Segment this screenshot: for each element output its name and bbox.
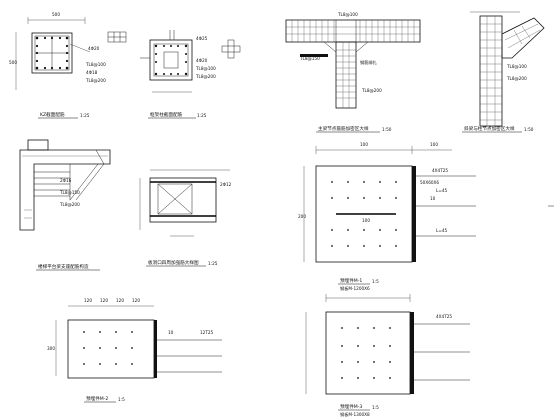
slab-opening-detail: 2Φ12 板洞口四周加强筋大样图 1:25 bbox=[139, 169, 232, 267]
detail-scale: 1:25 bbox=[208, 261, 218, 266]
platform-beam-outline bbox=[19, 149, 111, 231]
rebar-note: TL8@200 bbox=[85, 78, 106, 83]
detail-title: 预埋件M-2 bbox=[86, 395, 108, 402]
column-outline bbox=[479, 15, 503, 127]
rebar-note: TL8@150 bbox=[299, 56, 320, 61]
side-dimension: 300 bbox=[47, 346, 55, 351]
column-outline bbox=[149, 39, 193, 81]
top-dimension: 120 bbox=[100, 298, 108, 303]
plate-note: 钢板M-1200X6 bbox=[340, 285, 370, 292]
weld-note: 10 bbox=[168, 330, 174, 335]
detail-scale: 1:50 bbox=[524, 127, 534, 132]
plate-side-view bbox=[412, 166, 416, 262]
top-dimension: 100 bbox=[430, 142, 438, 147]
detail-title: 斜梁与柱节点加密区大样 bbox=[464, 125, 515, 132]
detail-scale: 1:5 bbox=[372, 405, 379, 410]
embed-plate-1: 100 100 200 100 4X4T25 50X60X6 L=45 10 L… bbox=[298, 142, 476, 292]
weld-note: L=45 bbox=[436, 228, 448, 233]
rebar-note: 2Φ12 bbox=[220, 182, 232, 187]
stair-detail: 2Φ16 TL8@150 TL8@200 楼梯平台梁支座配筋构造 bbox=[19, 139, 111, 271]
detail-scale: 1:25 bbox=[197, 113, 207, 118]
column-section-2: 4Φ25 4Φ20 TL8@100 TL8@200 框架柱截面配筋 1:25 bbox=[140, 30, 241, 119]
weld-note: 4X4T25 bbox=[432, 168, 448, 173]
rebar-note: 钢筋绑扎 bbox=[360, 59, 377, 66]
weld-note: L=45 bbox=[436, 188, 448, 193]
detail-title: 框架柱截面配筋 bbox=[150, 111, 183, 118]
detail-title: 板洞口四周加强筋大样图 bbox=[148, 259, 199, 266]
rebar-note: TL8@150 bbox=[59, 190, 80, 195]
plate-outline bbox=[67, 319, 155, 379]
rebar-note: TL8@200 bbox=[506, 76, 527, 81]
plate-outline bbox=[325, 311, 411, 395]
detail-scale: 1:25 bbox=[80, 113, 90, 118]
top-dimension: 120 bbox=[132, 298, 140, 303]
column-section-1: 500 500 4Φ20 TL8@100 4Φ18 TL8@200 KZ截面配筋… bbox=[9, 12, 127, 119]
side-dimension: 200 bbox=[298, 214, 306, 219]
plate-length: 100 bbox=[362, 218, 370, 223]
plate-side-view bbox=[410, 312, 414, 394]
rebar-note: TL8@200 bbox=[59, 202, 80, 207]
rebar-note: TL8@100 bbox=[85, 62, 106, 67]
beam-column-joint-2: TL8@100 TL8@200 斜梁与柱节点加密区大样 1:50 bbox=[462, 11, 545, 133]
weld-note: 4X4T25 bbox=[436, 314, 452, 319]
detail-title: 预埋件M-1 bbox=[340, 277, 362, 284]
beam-outline bbox=[285, 19, 421, 43]
detail-scale: 1:50 bbox=[382, 127, 392, 132]
rebar-note: 2Φ16 bbox=[60, 178, 72, 183]
embed-plate-3: 4X4T25 预埋件M-3 1:5 钢板M-1300X8 bbox=[305, 294, 470, 418]
top-dimension: 120 bbox=[84, 298, 92, 303]
rebar-dots bbox=[35, 36, 69, 70]
rebar-note: TL8@200 bbox=[195, 74, 216, 79]
column-outline bbox=[31, 32, 73, 74]
rebar-note: TL8@100 bbox=[195, 66, 216, 71]
rebar-note: 4Φ25 bbox=[196, 36, 208, 41]
embed-plate-2: 120 120 120 120 300 12T25 10 预埋件M-2 1:5 bbox=[47, 298, 222, 403]
detail-title: KZ截面配筋 bbox=[40, 111, 65, 118]
rebar-note: 4Φ20 bbox=[88, 46, 100, 51]
opening-outline bbox=[157, 183, 193, 215]
top-dimension: 500 bbox=[52, 12, 60, 17]
rebar-note: 4Φ20 bbox=[196, 58, 208, 63]
beam-column-joint-1: TL8@100 TL8@150 TL8@200 钢筋绑扎 主梁节点箍筋加密区大样… bbox=[285, 12, 421, 133]
rebar-note: TL8@200 bbox=[361, 88, 382, 93]
top-dimension: 120 bbox=[116, 298, 124, 303]
top-dimension: 100 bbox=[360, 142, 368, 147]
detail-scale: 1:5 bbox=[372, 279, 379, 284]
rebar-note: TL8@100 bbox=[506, 64, 527, 69]
detail-title: 楼梯平台梁支座配筋构造 bbox=[38, 263, 89, 270]
rebar-note: 4Φ18 bbox=[86, 70, 98, 75]
detail-title: 预埋件M-3 bbox=[340, 403, 362, 410]
rebar-note: TL8@100 bbox=[337, 12, 358, 17]
inclined-beam bbox=[501, 17, 545, 59]
plate-side-view bbox=[154, 320, 157, 378]
slab-outline bbox=[149, 177, 217, 223]
column-outline bbox=[335, 41, 357, 109]
weld-note: 12T25 bbox=[200, 330, 214, 335]
side-dimension: 500 bbox=[9, 60, 17, 65]
weld-note: 50X60X6 bbox=[420, 180, 439, 185]
detail-title: 主梁节点箍筋加密区大样 bbox=[318, 125, 369, 132]
detail-scale: 1:5 bbox=[118, 397, 125, 402]
weld-note: 10 bbox=[430, 196, 436, 201]
plate-note: 钢板M-1300X8 bbox=[340, 411, 370, 418]
